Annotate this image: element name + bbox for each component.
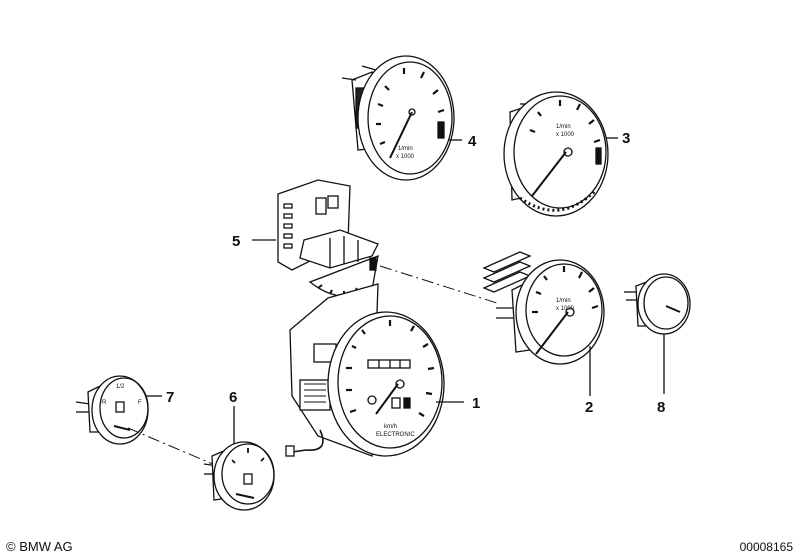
rpm-scale-label-4: x 1000 <box>396 154 415 160</box>
part-number-label: 00008165 <box>739 540 793 554</box>
tachometer-with-heatsink: 1/min x 1000 <box>482 251 605 396</box>
fuel-half-label-7: 1/2 <box>116 384 125 390</box>
callout-6: 6 <box>229 389 237 406</box>
tachometer-small: 1/min x 1000 <box>341 55 462 181</box>
speedo-unit-label: km/h <box>384 424 397 430</box>
callout-1: 1 <box>472 395 480 412</box>
speedometer: km/h ELECTRONIC <box>285 283 464 457</box>
callout-8: 8 <box>657 399 665 416</box>
callout-2: 2 <box>585 399 593 416</box>
circuit-board-assembly <box>252 179 379 297</box>
small-gauge-8 <box>624 273 691 394</box>
rpm-scale-label-3: x 1000 <box>556 132 575 138</box>
fuel-reserve-label-7: R <box>102 400 107 406</box>
copyright-label: © BMW AG <box>6 539 73 554</box>
callout-7: 7 <box>166 389 174 406</box>
rpm-unit-label-4: 1/min <box>398 146 413 152</box>
fuel-full-label-7: F <box>138 400 142 406</box>
rpm-unit-label-3: 1/min <box>556 124 571 130</box>
callout-4: 4 <box>468 133 477 150</box>
callout-3: 3 <box>622 130 630 147</box>
rpm-unit-label-2: 1/min <box>556 298 571 304</box>
speedo-brand-label: ELECTRONIC <box>376 432 415 438</box>
callout-5: 5 <box>232 233 240 250</box>
rpm-scale-label-2: x 1000 <box>556 306 575 312</box>
fuel-gauge-6 <box>203 406 275 511</box>
fuel-gauge-7: R 1/2 F <box>75 375 162 445</box>
tachometer-large: 1/min x 1000 <box>503 91 618 217</box>
